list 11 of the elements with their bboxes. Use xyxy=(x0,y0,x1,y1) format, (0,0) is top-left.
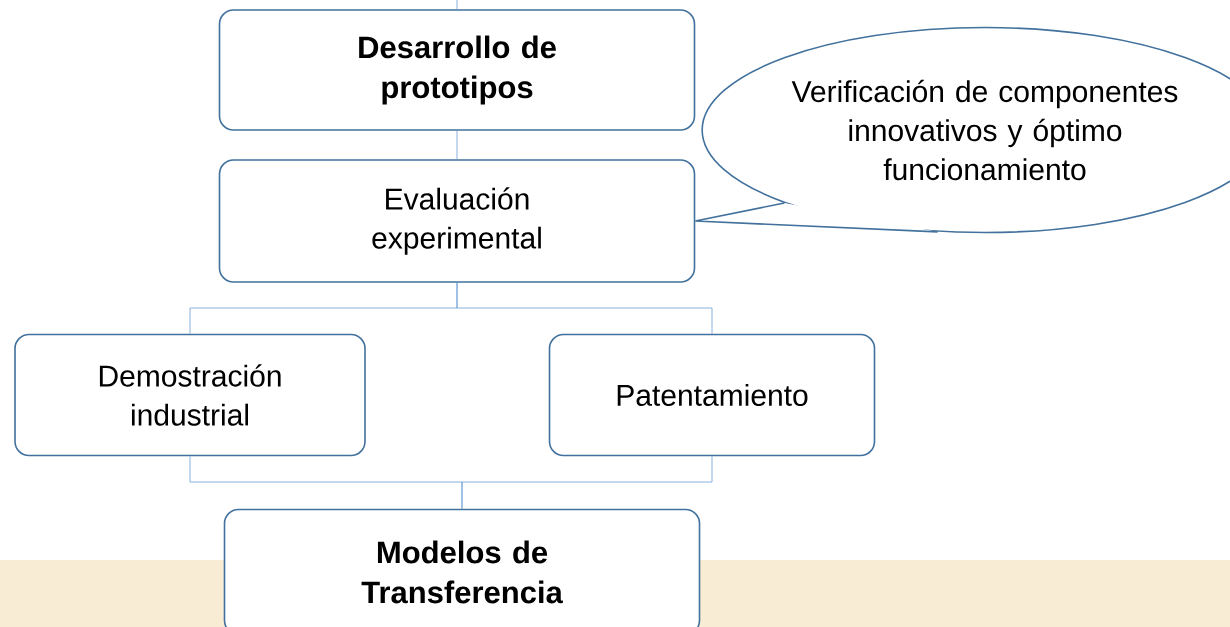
process-box: Evaluación experimental xyxy=(218,159,696,283)
connector-line xyxy=(461,455,713,510)
speech-bubble: Verificación de componentes innovativos y óptimo funcionamiento xyxy=(701,26,1230,234)
process-box: Demostración industrial xyxy=(14,333,366,457)
process-box: Modelos de Transferencia xyxy=(223,508,701,627)
process-box: Desarrollo de prototipos xyxy=(218,9,696,131)
connector-line xyxy=(456,282,713,335)
process-box: Patentamiento xyxy=(548,333,876,457)
connector-line xyxy=(456,130,458,160)
connector-line xyxy=(456,0,458,10)
callout-pointer xyxy=(694,202,939,233)
